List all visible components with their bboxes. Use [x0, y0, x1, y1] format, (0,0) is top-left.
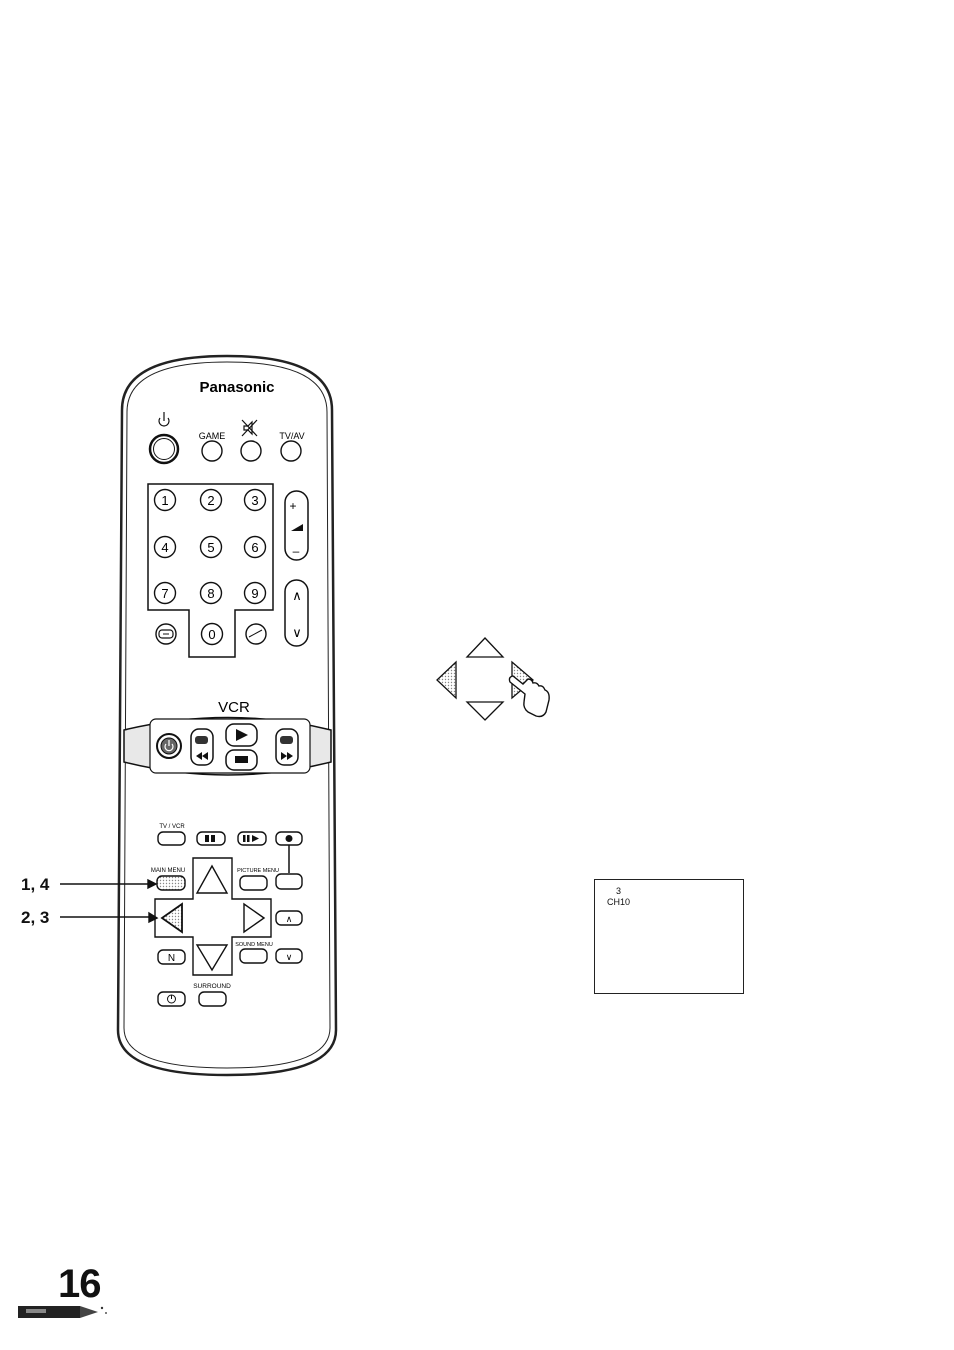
surround-label: SURROUND [193, 983, 231, 990]
vcr-power-button[interactable] [157, 734, 181, 758]
stop-button[interactable] [226, 750, 257, 770]
osd-line-2: CH10 [607, 897, 630, 907]
page-down-button[interactable]: ∨ [276, 949, 302, 963]
tv-av-button[interactable] [281, 441, 301, 461]
volume-rocker[interactable]: + – [285, 491, 308, 560]
svg-text:1: 1 [161, 493, 168, 508]
number-button-0[interactable]: 0 [202, 624, 223, 645]
svg-text:4: 4 [161, 540, 168, 555]
number-button-5[interactable]: 5 [201, 537, 222, 558]
number-button-8[interactable]: 8 [201, 583, 222, 604]
osd-line-1: 3 [616, 886, 621, 896]
callout-label-2-3: 2, 3 [21, 908, 49, 928]
pointing-hand-icon [509, 676, 549, 717]
stop-icon [235, 756, 248, 763]
picture-menu-label: PICTURE MENU [237, 868, 279, 874]
digit-toggle-button[interactable] [246, 624, 266, 644]
number-button-6[interactable]: 6 [245, 537, 266, 558]
pause-button[interactable] [197, 832, 225, 845]
picture-menu-right-button[interactable] [276, 874, 302, 889]
diagram-down-arrow [467, 702, 503, 720]
record-button[interactable] [276, 832, 302, 845]
sound-menu-label: SOUND MENU [235, 942, 273, 948]
svg-text:0: 0 [208, 627, 215, 642]
page-down-icon: ∨ [286, 952, 293, 962]
svg-text:3: 3 [251, 493, 258, 508]
off-timer-button[interactable] [158, 992, 185, 1006]
volume-minus-label: – [293, 544, 300, 558]
main-menu-label: MAIN MENU [151, 868, 185, 874]
mute-button[interactable] [241, 441, 261, 461]
svg-text:2: 2 [207, 493, 214, 508]
svg-text:8: 8 [207, 586, 214, 601]
recall-button[interactable] [156, 624, 176, 644]
cursor-diagram [437, 638, 549, 720]
footer-bar [18, 1306, 107, 1318]
svg-text:5: 5 [207, 540, 214, 555]
game-button[interactable] [202, 441, 222, 461]
svg-text:N: N [168, 953, 175, 964]
game-label: GAME [199, 431, 226, 441]
svg-text:7: 7 [161, 586, 168, 601]
volume-plus-label: + [289, 499, 296, 513]
channel-rocker[interactable]: ∧ ∨ [285, 580, 308, 646]
page-number: 16 [58, 1262, 101, 1307]
play-button[interactable] [226, 724, 257, 746]
tv-vcr-label: TV / VCR [159, 824, 185, 830]
number-button-3[interactable]: 3 [245, 490, 266, 511]
diagram-left-arrow [437, 662, 456, 698]
record-icon [286, 835, 293, 842]
tv-av-label: TV/AV [279, 431, 304, 441]
callout-label-1-4: 1, 4 [21, 875, 49, 895]
fast-forward-button[interactable] [276, 729, 298, 765]
rewind-button[interactable] [191, 729, 213, 765]
surround-button[interactable] [199, 992, 226, 1006]
n-button[interactable]: N [158, 950, 185, 964]
sound-menu-button[interactable] [240, 949, 267, 963]
svg-text:6: 6 [251, 540, 258, 555]
tv-screen-display: 3 CH10 [594, 879, 744, 994]
channel-down-label: ∨ [292, 625, 302, 640]
svg-text:9: 9 [251, 586, 258, 601]
vcr-label: VCR [218, 699, 250, 716]
channel-up-label: ∧ [292, 588, 302, 603]
diagram-up-arrow [467, 638, 503, 657]
page-up-button[interactable]: ∧ [276, 911, 302, 925]
picture-menu-button[interactable] [240, 876, 267, 890]
brand-logo: Panasonic [199, 379, 274, 396]
number-button-4[interactable]: 4 [155, 537, 176, 558]
number-button-2[interactable]: 2 [201, 490, 222, 511]
page-up-icon: ∧ [286, 914, 293, 924]
main-menu-button[interactable] [157, 876, 185, 890]
tv-vcr-button[interactable] [158, 832, 185, 845]
slow-play-button[interactable] [238, 832, 266, 845]
number-button-9[interactable]: 9 [245, 583, 266, 604]
number-button-1[interactable]: 1 [155, 490, 176, 511]
number-button-7[interactable]: 7 [155, 583, 176, 604]
